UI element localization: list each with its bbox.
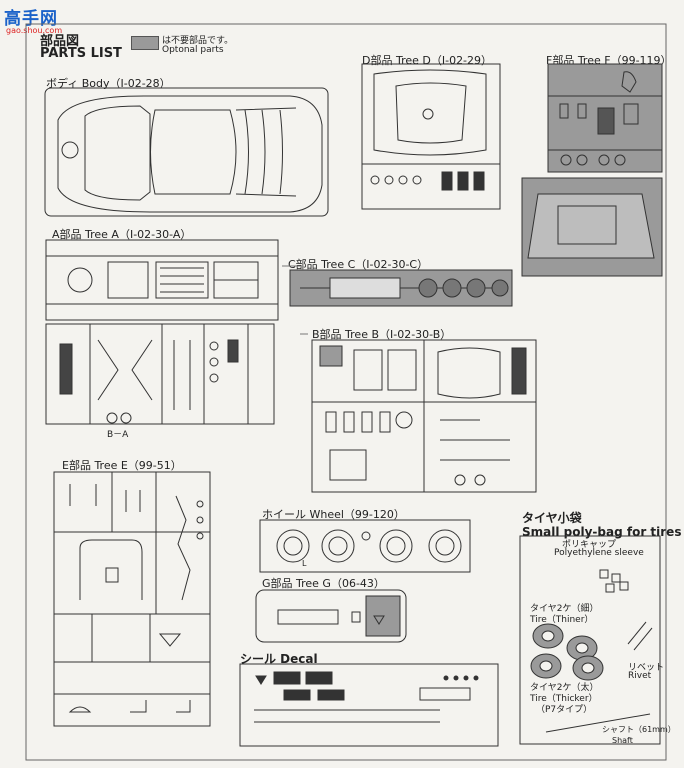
page-frame [25,23,667,761]
tree-d [361,63,501,210]
optional-legend-en: Optonal parts [162,45,224,55]
parts-title-jp: 部品図 [40,34,80,49]
section-wheel-label: ホイール Wheel（99-120） [262,508,405,521]
shaft-label-jp: シャフト（61mm） [602,725,676,734]
optional-legend-jp: は不要部品です。 [162,36,234,46]
section-tree-e-label: E部品 Tree E（99-51） [62,459,182,472]
ba-mark: B－A [107,430,129,440]
tree-g [255,589,407,643]
body-shell [44,87,329,217]
tree-c [289,269,513,307]
tire-thick-label-en: Tire（Thicker） [530,694,598,704]
tire-thin-label-en: Tire（Thiner） [530,615,594,625]
shaft-label-en: Shaft [612,736,633,745]
polybag-title-jp: タイヤ小袋 [522,511,582,525]
polybag-box [519,535,661,745]
tire-thick-label-jp: タイヤ2ケ（太） [530,683,599,693]
section-tree-g-label: G部品 Tree G（06-43） [262,577,385,590]
rivet-label-jp: リベット [628,663,665,673]
tree-a [45,239,279,425]
tire-p7-label: （P7タイプ） [536,705,593,715]
wheel-l-mark: L [302,559,307,568]
section-body-label: ボディ Body（I-02-28） [46,77,171,90]
tree-f [521,63,663,277]
optional-legend-swatch [131,36,159,50]
parts-title-en: PARTS LIST [40,46,122,61]
watermark-url: gao.shou.com [6,26,63,35]
sleeve-label-en: Polyethylene sleeve [554,548,644,558]
section-tree-c-label: C部品 Tree C（I-02-30-C） [288,258,429,271]
section-tree-b-label: B部品 Tree B（I-02-30-B） [312,328,452,341]
section-tree-a-label: A部品 Tree A（I-02-30-A） [52,228,192,241]
tree-e [53,471,211,727]
decal-sheet [239,663,499,747]
wheel-tree [259,519,471,573]
rivet-label-en: Rivet [628,671,652,681]
sleeve-label-jp: ポリキャップ [562,540,617,550]
tire-thin-label-jp: タイヤ2ケ（細） [530,604,599,614]
tree-b [311,339,537,493]
section-decal-label: シール Decal [240,652,318,666]
